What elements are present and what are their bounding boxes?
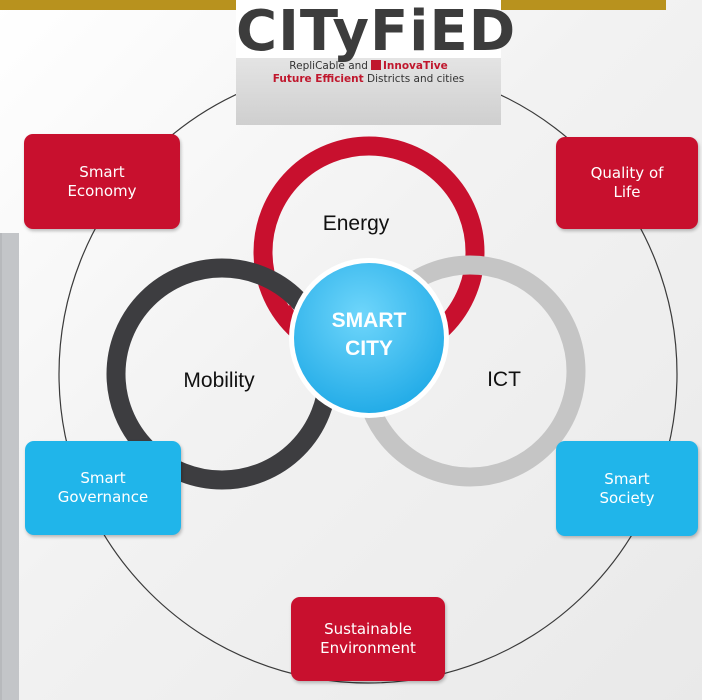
smart-economy-box: Smart Economy bbox=[24, 134, 180, 229]
energy-label: Energy bbox=[323, 212, 390, 235]
logo-tagline-1b: InnovaTive bbox=[382, 60, 448, 72]
logo-tagline-line1: RepliCable and InnovaTive bbox=[236, 60, 501, 72]
ict-label: ICT bbox=[487, 368, 521, 391]
center-label-line2: CITY bbox=[345, 337, 393, 360]
center-label-line1: SMART bbox=[332, 309, 407, 332]
logo-wordmark: CITyFiED bbox=[236, 0, 517, 64]
logo-tagline-2b: Districts and cities bbox=[366, 73, 465, 85]
smart-society-box: Smart Society bbox=[556, 441, 698, 536]
smart-governance-box: Smart Governance bbox=[25, 441, 181, 535]
logo-tagline-1a: RepliCable and bbox=[289, 60, 368, 72]
mobility-label: Mobility bbox=[183, 369, 255, 392]
quality-of-life-box: Quality of Life bbox=[556, 137, 698, 229]
cityfied-logo: CITyFiED RepliCable and InnovaTive Future… bbox=[236, 0, 517, 125]
logo-tagline-line2: Future Efficient Districts and cities bbox=[236, 73, 501, 85]
side-panel bbox=[0, 233, 19, 700]
logo-skyline bbox=[236, 58, 501, 125]
sustainable-environment-box: Sustainable Environment bbox=[291, 597, 445, 681]
logo-tagline-2a: Future Efficient bbox=[272, 73, 364, 85]
logo-red-square bbox=[370, 60, 381, 70]
center-disc bbox=[294, 263, 444, 413]
